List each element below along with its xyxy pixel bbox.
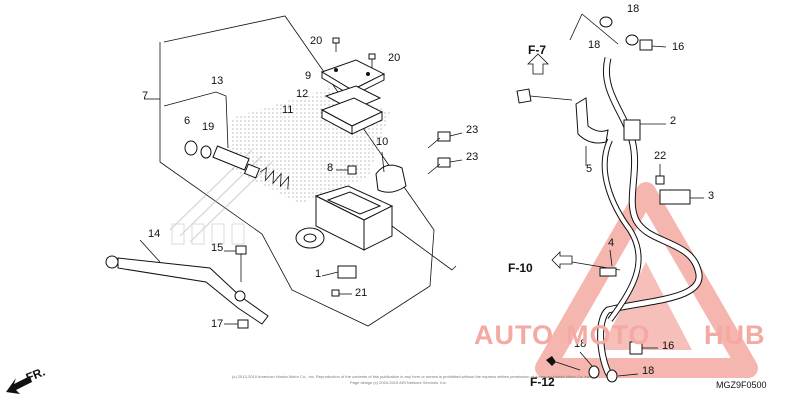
pivot-nut bbox=[224, 319, 249, 329]
callout-8: 8 bbox=[327, 162, 333, 174]
callout-19: 19 bbox=[202, 121, 214, 133]
brake-hose bbox=[597, 57, 703, 378]
callout-20: 20 bbox=[310, 35, 322, 47]
hose-grommet bbox=[659, 189, 704, 205]
group-boundary bbox=[144, 15, 435, 327]
brand-moto: MOTO bbox=[566, 320, 651, 350]
callout-23: 23 bbox=[466, 151, 478, 163]
cap-screw bbox=[368, 53, 376, 68]
callout-5: 5 bbox=[586, 163, 592, 175]
callout-16: 16 bbox=[662, 340, 674, 352]
circlip bbox=[200, 145, 212, 159]
f7-up-arrow-icon bbox=[527, 53, 549, 75]
diagram-code: MGZ9F0500 bbox=[716, 380, 767, 390]
brake-switch bbox=[321, 265, 357, 279]
piston bbox=[212, 145, 261, 179]
pivot-bolt bbox=[224, 245, 247, 282]
ref-f7-label[interactable]: F-7 bbox=[528, 43, 546, 57]
callout-10: 10 bbox=[376, 136, 388, 148]
callout-13: 13 bbox=[211, 75, 223, 87]
brand-hub: HUB bbox=[704, 320, 766, 350]
switch-mount-screw bbox=[331, 289, 352, 297]
spring bbox=[260, 166, 290, 190]
callout-15: 15 bbox=[211, 242, 223, 254]
callout-9: 9 bbox=[305, 70, 311, 82]
clamp-holder bbox=[375, 151, 407, 193]
switch-screw bbox=[336, 165, 357, 175]
diaphragm bbox=[320, 97, 384, 135]
cap-screw bbox=[332, 37, 340, 52]
callout-11: 11 bbox=[282, 104, 293, 116]
callout-18: 18 bbox=[642, 365, 654, 377]
callout-23: 23 bbox=[466, 124, 478, 136]
front-direction-arrow-icon bbox=[6, 376, 32, 394]
brand-auto: AUTO bbox=[474, 320, 554, 350]
callout-20: 20 bbox=[388, 52, 400, 64]
hose-clamp bbox=[575, 97, 609, 144]
ref-f12-label[interactable]: F-12 bbox=[530, 375, 555, 389]
callout-7: 7 bbox=[142, 90, 148, 102]
callout-18: 18 bbox=[574, 338, 586, 350]
holder-bolt bbox=[427, 131, 463, 149]
boot bbox=[184, 140, 198, 156]
front-direction-label: FR. bbox=[24, 365, 47, 385]
master-cylinder-body bbox=[295, 185, 457, 271]
callout-3: 3 bbox=[708, 190, 714, 202]
callout-4: 4 bbox=[608, 237, 614, 249]
printed-footer: Page design (c) 2004-2019 ARI Network Se… bbox=[350, 380, 447, 385]
lower-banjo-fitting bbox=[579, 341, 658, 383]
hose-joint bbox=[551, 249, 621, 277]
callout-17: 17 bbox=[211, 318, 223, 330]
callout-22: 22 bbox=[654, 150, 666, 162]
callout-2: 2 bbox=[670, 115, 676, 127]
brake-lever bbox=[105, 239, 269, 325]
callout-6: 6 bbox=[184, 115, 190, 127]
callout-1: 1 bbox=[315, 268, 321, 280]
callout-12: 12 bbox=[296, 88, 308, 100]
honda-wing-watermark-icon bbox=[169, 149, 273, 245]
f12-down-arrow-icon bbox=[546, 356, 581, 371]
callout-16: 16 bbox=[672, 41, 684, 53]
ref-f10-label[interactable]: F-10 bbox=[508, 261, 533, 275]
grommet-bolt bbox=[655, 164, 665, 185]
callout-18: 18 bbox=[627, 3, 639, 15]
piston-kit-bracket bbox=[163, 91, 229, 149]
f7-bolt bbox=[516, 88, 573, 104]
lower-brake-hose bbox=[601, 138, 642, 322]
callout-14: 14 bbox=[148, 228, 160, 240]
callout-21: 21 bbox=[355, 287, 367, 299]
upper-banjo-fitting bbox=[569, 13, 667, 51]
holder-bolt bbox=[427, 157, 463, 175]
copyright-text: (c) 2013-2019 American Honda Motor Co., … bbox=[232, 374, 591, 379]
callout-18: 18 bbox=[588, 39, 600, 51]
